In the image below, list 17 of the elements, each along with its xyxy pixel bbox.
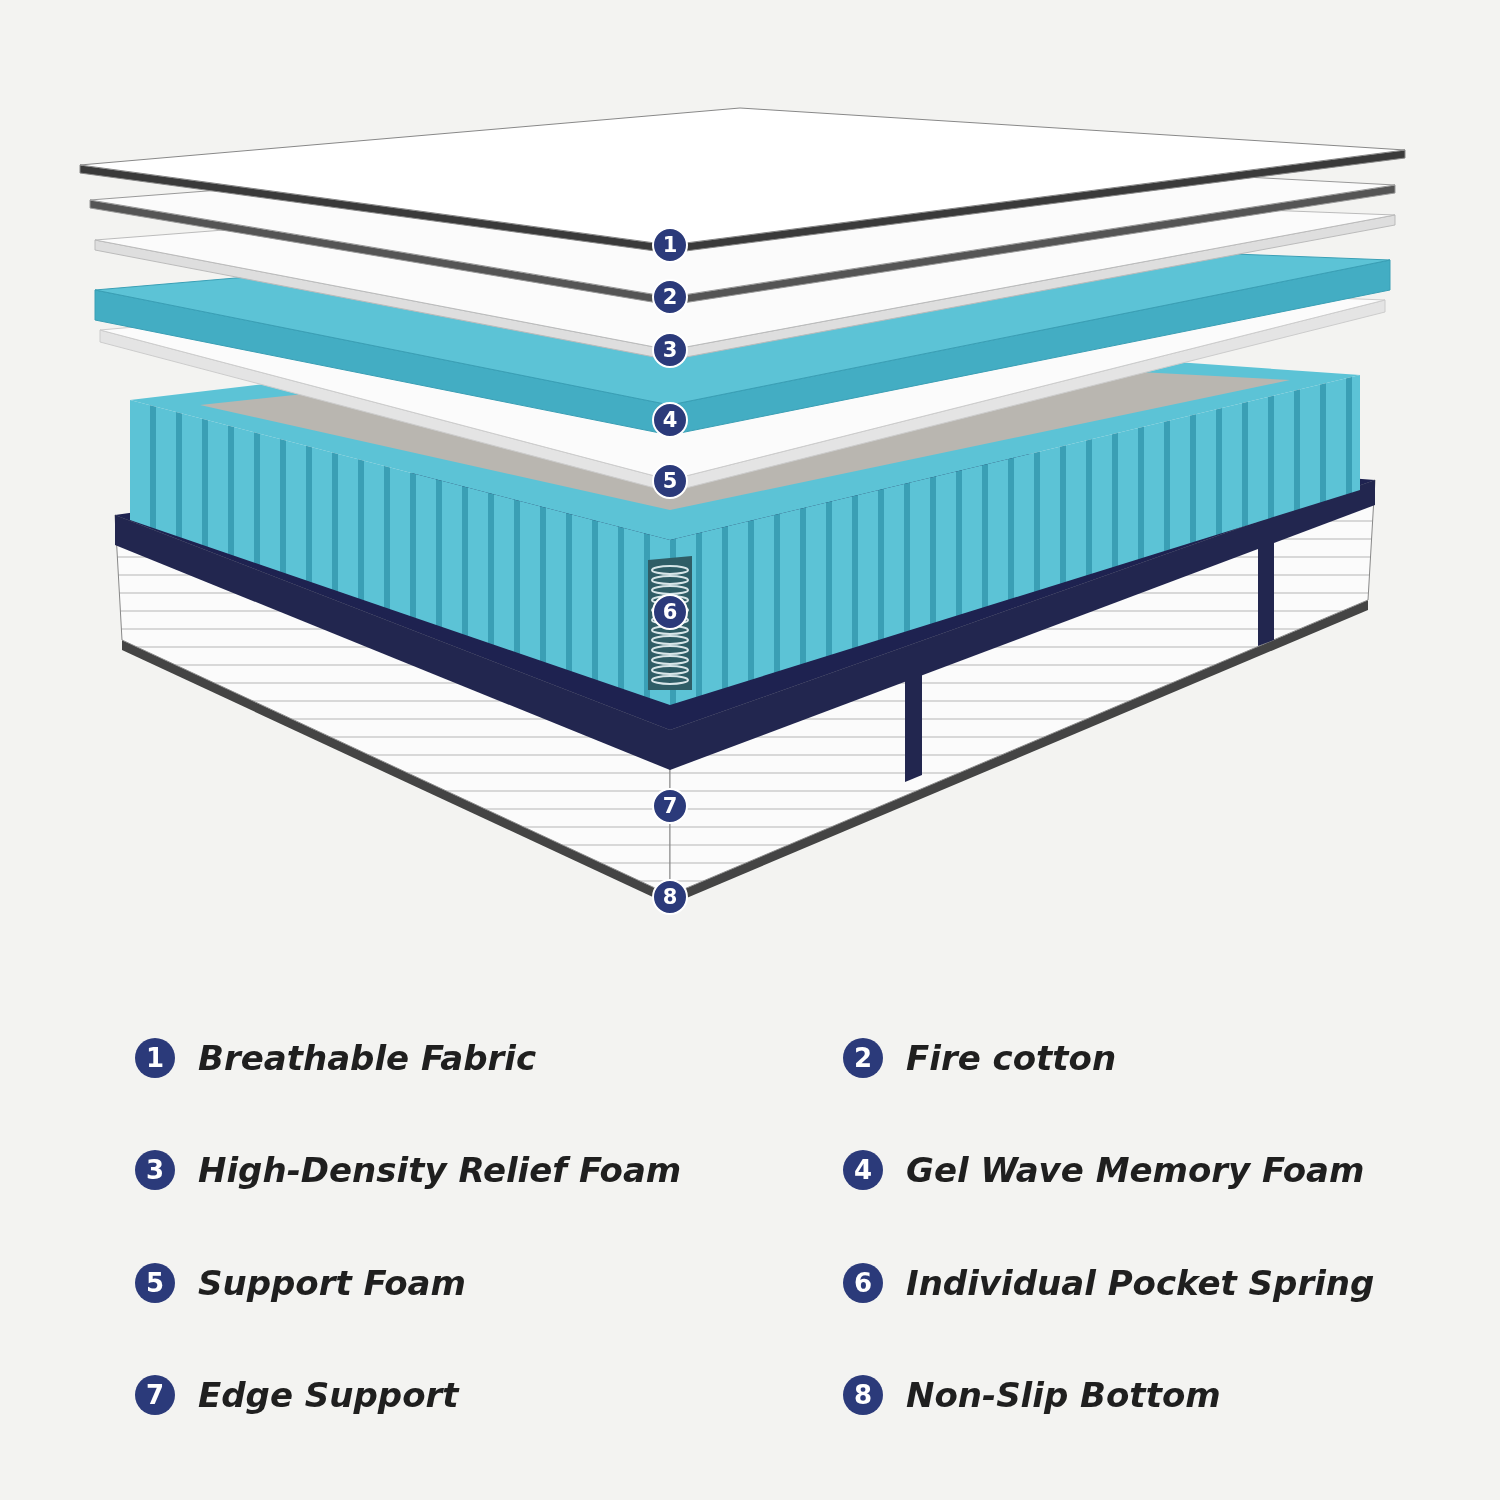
layer-name: Edge Support (198, 1375, 459, 1415)
layer-name: High-Density Relief Foam (198, 1150, 682, 1190)
callout-number: 6 (843, 1263, 883, 1303)
callout-number: 4 (843, 1150, 883, 1190)
layer-name: Gel Wave Memory Foam (906, 1150, 1365, 1190)
callout-number: 2 (843, 1038, 883, 1078)
callout-number: 1 (135, 1038, 175, 1078)
callout-number: 8 (843, 1375, 883, 1415)
callout-number: 3 (135, 1150, 175, 1190)
layer-name: Fire cotton (906, 1038, 1117, 1078)
callout-number: 5 (135, 1263, 175, 1303)
layer-name: Breathable Fabric (198, 1038, 537, 1078)
layer-name: Support Foam (198, 1263, 466, 1303)
callout-number: 7 (135, 1375, 175, 1415)
callout-number: 8 (652, 879, 688, 915)
layer-name: Non-Slip Bottom (906, 1375, 1221, 1415)
layer-name: Individual Pocket Spring (906, 1263, 1375, 1303)
